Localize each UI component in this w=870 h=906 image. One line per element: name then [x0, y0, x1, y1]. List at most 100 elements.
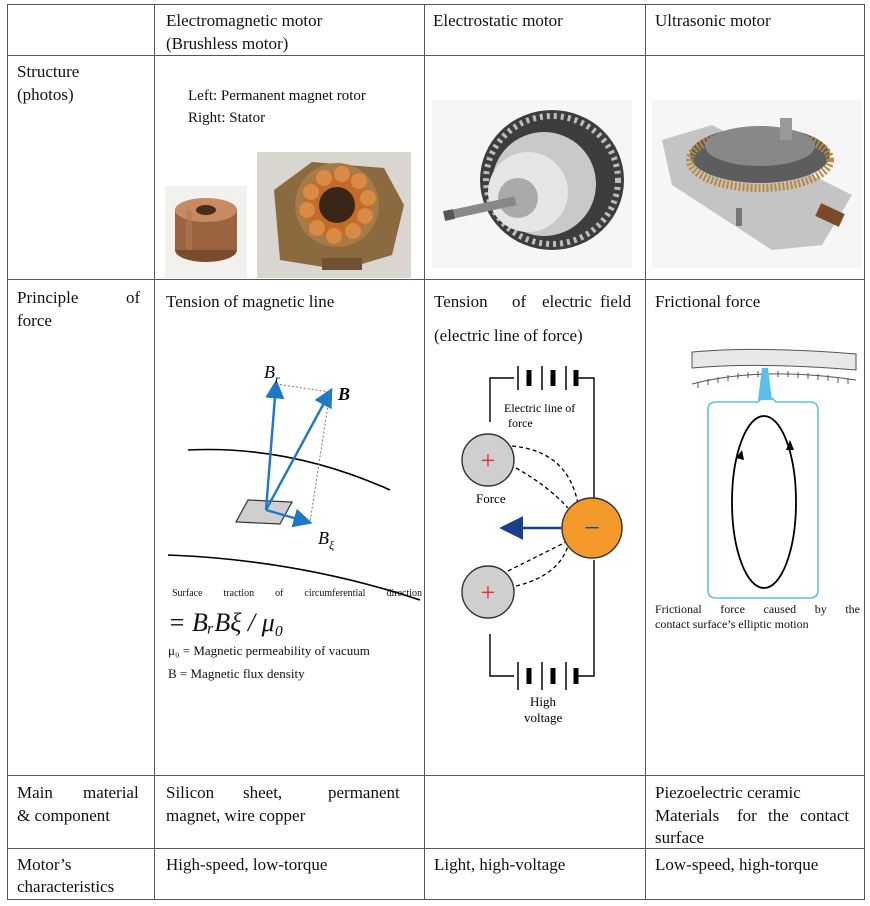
em-formula: = BᵣBξ / μ₀: [168, 608, 284, 637]
row-label-characteristics-sub: characteristics: [17, 877, 115, 896]
table-border-bottom: [7, 899, 865, 900]
em-photos: [165, 152, 411, 278]
table-border-right: [864, 4, 865, 900]
elliptic-motion: [731, 415, 797, 589]
wire-bottom-left: [489, 634, 514, 677]
row-label-structure-sub: (photos): [17, 85, 74, 104]
es-principle-title-d: field: [600, 292, 632, 311]
es-label-line2: force: [508, 416, 533, 430]
es-photo: [432, 100, 632, 268]
row-label-principle: Principle: [17, 288, 79, 307]
header-electromagnetic-sub: (Brushless motor): [166, 34, 289, 53]
es-principle-title-a: Tension: [434, 292, 488, 311]
field-curve-upper: [187, 448, 391, 491]
em-traction-text: Surface traction of circumferential dire…: [172, 588, 422, 599]
field-curve-lower: [167, 554, 421, 601]
em-principle-title: Tension of magnetic line: [166, 292, 335, 311]
field-line: [515, 467, 569, 509]
contact-point: [758, 368, 772, 400]
row-divider: [7, 775, 865, 776]
b-label: B: [337, 384, 350, 404]
wire-top-left: [489, 377, 514, 422]
row-divider: [7, 279, 865, 280]
br-vector: [264, 379, 285, 511]
em-diagram: Br B Bξ: [167, 362, 421, 601]
rotor-surface: [691, 348, 857, 371]
us-diagram: [691, 348, 857, 599]
row-label-material-b: material: [83, 783, 139, 802]
header-ultrasonic: Ultrasonic motor: [655, 11, 771, 30]
surface-element: [235, 499, 293, 525]
bxi-vector: [265, 508, 313, 528]
us-material-line2-d: contact: [800, 806, 850, 825]
wire-top-right: [578, 377, 595, 526]
motion-arrow: [786, 440, 794, 450]
field-line: [511, 445, 579, 505]
field-line: [515, 545, 569, 587]
ellipse-frame: [707, 397, 819, 599]
row-label-principle-of: of: [126, 288, 141, 307]
us-material-line2-a: Materials: [655, 806, 720, 825]
us-material-line3: surface: [655, 828, 705, 847]
us-caption-line1: Frictional force caused by the: [655, 602, 860, 616]
row-label-characteristics: Motor’s: [17, 855, 72, 874]
wire-bottom-right: [578, 560, 595, 677]
us-material-line2-c: the: [768, 806, 789, 825]
row-divider: [7, 55, 865, 56]
es-principle-title-2: (electric line of force): [434, 326, 583, 345]
em-b-def: B = Magnetic flux density: [168, 666, 305, 681]
es-voltage-label: voltage: [524, 710, 562, 725]
br-label: Br: [264, 362, 280, 386]
us-caption-line2: contact surface’s elliptic motion: [655, 617, 809, 631]
electrostatic-motor-photo: [443, 110, 624, 250]
em-caption-right: Right: Stator: [188, 110, 266, 126]
battery-top: [517, 366, 579, 390]
row-divider: [7, 848, 865, 849]
guide-line: [309, 391, 331, 523]
es-principle-title-c: electric: [542, 292, 593, 311]
battery-bottom: [517, 662, 579, 690]
stator-teeth: [697, 371, 849, 388]
col-divider: [7, 4, 8, 900]
em-material-a: Silicon: [166, 783, 215, 802]
es-force-label: Force: [476, 491, 506, 506]
rotor-photo: [165, 186, 247, 278]
header-electrostatic: Electrostatic motor: [433, 11, 563, 30]
minus-sign: −: [584, 513, 600, 544]
em-material-c: permanent: [328, 783, 400, 802]
row-label-structure: Structure: [17, 62, 80, 81]
es-diagram: + + − Electric line of force Force High …: [461, 366, 623, 725]
motion-arrow: [736, 450, 744, 460]
es-principle-title-b: of: [512, 292, 527, 311]
b-vector: [264, 387, 333, 511]
row-label-material: Main: [17, 783, 53, 802]
guide-line: [275, 383, 331, 393]
ultrasonic-motor-photo: [662, 118, 852, 250]
es-characteristics: Light, high-voltage: [434, 855, 566, 874]
positive-charge-upper: [461, 433, 515, 487]
row-label-material-sub: & component: [17, 806, 111, 825]
em-mu0-def: μ₀ = Magnetic permeability of vacuum: [168, 643, 370, 658]
row-label-principle-force: force: [17, 311, 52, 330]
em-characteristics: High-speed, low-torque: [166, 855, 328, 874]
positive-charge-lower: [461, 565, 515, 619]
col-divider: [154, 4, 155, 900]
em-material-b: sheet,: [243, 783, 283, 802]
us-material-line2-b: for: [737, 806, 757, 825]
us-characteristics: Low-speed, high-torque: [655, 855, 819, 874]
stator-photo: [257, 152, 411, 278]
bxi-label: Bξ: [318, 528, 335, 552]
col-divider: [424, 4, 425, 900]
us-photo: [652, 100, 862, 268]
em-caption-left: Left: Permanent magnet rotor: [188, 88, 366, 104]
es-label-line1: Electric line of: [504, 401, 575, 415]
plus-sign: +: [481, 446, 496, 475]
em-material-line2: magnet, wire copper: [166, 806, 306, 825]
us-principle-title: Frictional force: [655, 292, 761, 311]
plus-sign: +: [481, 578, 496, 607]
table-border-top: [7, 4, 865, 5]
header-electromagnetic: Electromagnetic motor: [166, 11, 323, 30]
stator-surface: [691, 373, 857, 385]
es-high-label: High: [530, 694, 557, 709]
